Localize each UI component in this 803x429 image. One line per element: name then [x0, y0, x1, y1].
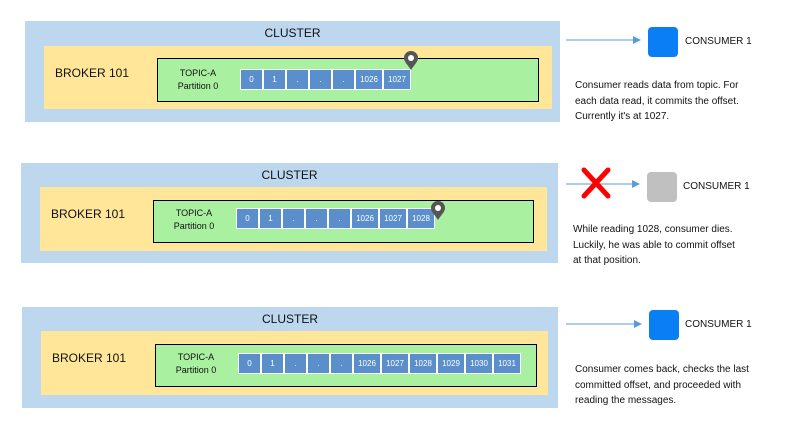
- description-line: each data read, it commits the offset.: [575, 95, 739, 107]
- red-x-icon: [581, 167, 611, 199]
- consumer-icon: [649, 310, 679, 340]
- offset-cell: 0: [238, 353, 261, 374]
- broker-label: BROKER 101: [52, 351, 127, 365]
- offset-cell: 1: [259, 208, 282, 229]
- location-pin-icon: [404, 51, 418, 70]
- consumer-icon: [648, 27, 678, 57]
- offset-cell: .: [282, 208, 305, 229]
- description-line: committed offset, and proceeded with: [575, 379, 742, 391]
- consumer-label: CONSUMER 1: [683, 181, 750, 192]
- topic-name: TOPIC-A: [179, 68, 217, 78]
- offset-cell: 1026: [351, 208, 379, 229]
- offset-cell: .: [330, 353, 353, 374]
- offset-cell: 1028: [409, 353, 437, 374]
- location-pin-icon: [431, 201, 445, 220]
- offset-cell: .: [307, 353, 330, 374]
- offset-cell: 1030: [465, 353, 493, 374]
- cluster-panel-2: CLUSTER BROKER 101 TOPIC-A Partition 0 0…: [21, 163, 558, 263]
- topic-name: TOPIC-A: [177, 352, 215, 362]
- description-line: at that position.: [573, 255, 641, 266]
- offset-cell: .: [309, 69, 332, 90]
- description-line: Currently it's at 1027.: [575, 111, 670, 122]
- offset-cell: 1027: [379, 208, 407, 229]
- offset-cell: 1026: [353, 353, 381, 374]
- topic-name: TOPIC-A: [175, 208, 213, 218]
- offset-cell: 0: [240, 69, 263, 90]
- cluster-title: CLUSTER: [261, 312, 318, 326]
- partition-name: Partition 0: [175, 365, 217, 375]
- consumer-icon: [647, 172, 677, 202]
- offset-cell: .: [332, 69, 355, 90]
- consumer-description: While reading 1028, consumer dies. Lucki…: [573, 222, 793, 269]
- topic-label: TOPIC-A Partition 0: [161, 351, 231, 377]
- offset-cell: 1027: [383, 69, 411, 90]
- offset-cell: 0: [236, 208, 259, 229]
- description-line: Consumer reads data from topic. For: [575, 80, 739, 91]
- broker-label: BROKER 101: [51, 207, 126, 221]
- description-line: Luckily, he was able to commit offset: [573, 239, 735, 251]
- offset-cell: 1: [263, 69, 286, 90]
- offset-cell: .: [286, 69, 309, 90]
- description-line: reading the messages.: [575, 395, 677, 406]
- description-line: Consumer comes back, checks the last: [575, 364, 749, 375]
- offset-cell: 1029: [437, 353, 465, 374]
- offset-cell: 1028: [407, 208, 435, 229]
- offset-cell: .: [284, 353, 307, 374]
- cluster-title: CLUSTER: [261, 168, 318, 182]
- offset-cell: 1027: [381, 353, 409, 374]
- offset-cell: 1026: [355, 69, 383, 90]
- offset-cell: 1031: [493, 353, 521, 374]
- consumer-label: CONSUMER 1: [685, 36, 752, 47]
- cluster-panel-1: CLUSTER BROKER 101 TOPIC-A Partition 0 0…: [25, 21, 560, 122]
- consumer-description: Consumer reads data from topic. For each…: [575, 78, 795, 125]
- cluster-panel-3: CLUSTER BROKER 101 TOPIC-A Partition 0 0…: [22, 307, 558, 408]
- offset-cell: 1: [261, 353, 284, 374]
- cluster-title: CLUSTER: [264, 26, 321, 40]
- description-line: While reading 1028, consumer dies.: [573, 224, 733, 235]
- topic-label: TOPIC-A Partition 0: [159, 207, 229, 233]
- consumer-description: Consumer comes back, checks the last com…: [575, 362, 795, 409]
- topic-label: TOPIC-A Partition 0: [163, 67, 233, 93]
- partition-name: Partition 0: [177, 81, 219, 91]
- offset-cell: .: [328, 208, 351, 229]
- offset-cell: .: [305, 208, 328, 229]
- partition-name: Partition 0: [173, 221, 215, 231]
- broker-label: BROKER 101: [55, 66, 130, 80]
- consumer-label: CONSUMER 1: [685, 319, 752, 330]
